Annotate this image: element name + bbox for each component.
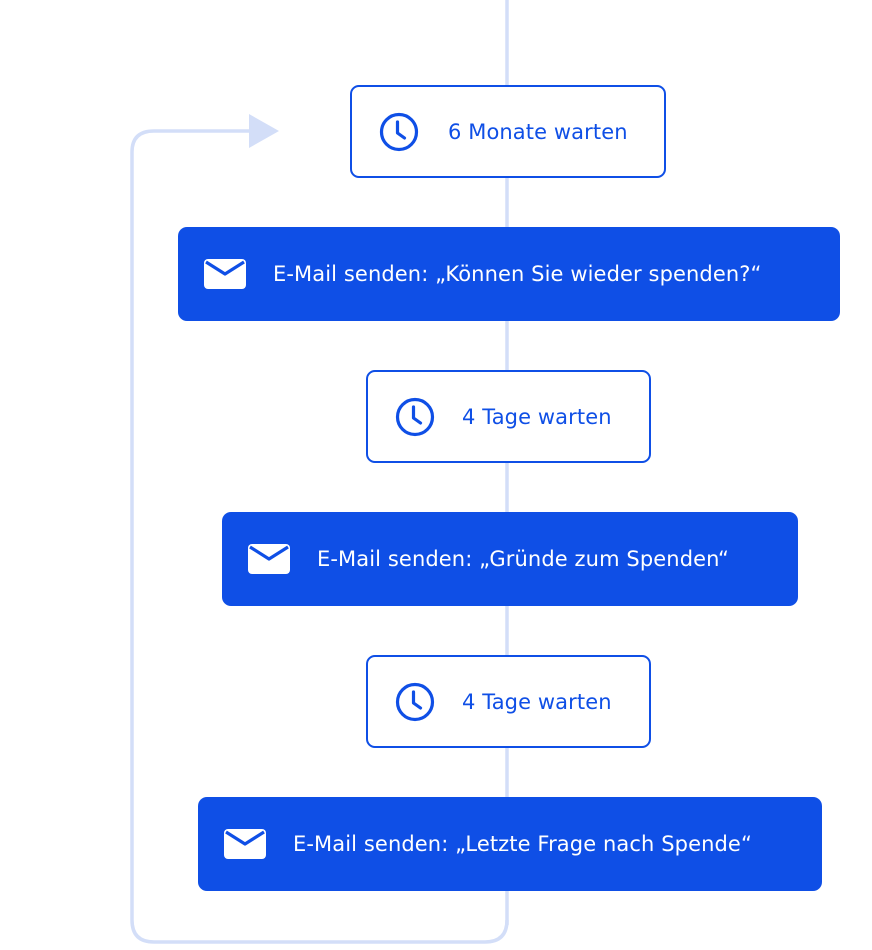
email-step-gruende-zum-spenden[interactable]: E-Mail senden: „Gründe zum Spenden“ [222,512,798,606]
wait-step-label: 4 Tage warten [462,689,612,714]
wait-step-4-days[interactable]: 4 Tage warten [366,655,651,748]
email-step-label: E-Mail senden: „Letzte Frage nach Spende… [293,832,752,856]
wait-step-label: 6 Monate warten [448,119,628,144]
wait-step-4-days[interactable]: 4 Tage warten [366,370,651,463]
loop-arrow-head-icon [249,114,279,148]
email-step-letzte-frage-nach-spende[interactable]: E-Mail senden: „Letzte Frage nach Spende… [198,797,822,891]
email-step-label: E-Mail senden: „Können Sie wieder spende… [273,262,762,286]
clock-icon [392,396,438,438]
mail-icon [224,829,266,859]
email-step-label: E-Mail senden: „Gründe zum Spenden“ [317,547,730,571]
email-step-koennen-sie-wieder-spenden[interactable]: E-Mail senden: „Können Sie wieder spende… [178,227,840,321]
clock-icon [376,111,422,153]
mail-icon [204,259,246,289]
loop-back-connector [130,129,509,944]
clock-icon [392,681,438,723]
mail-icon [248,544,290,574]
wait-step-6-months[interactable]: 6 Monate warten [350,85,666,178]
wait-step-label: 4 Tage warten [462,404,612,429]
